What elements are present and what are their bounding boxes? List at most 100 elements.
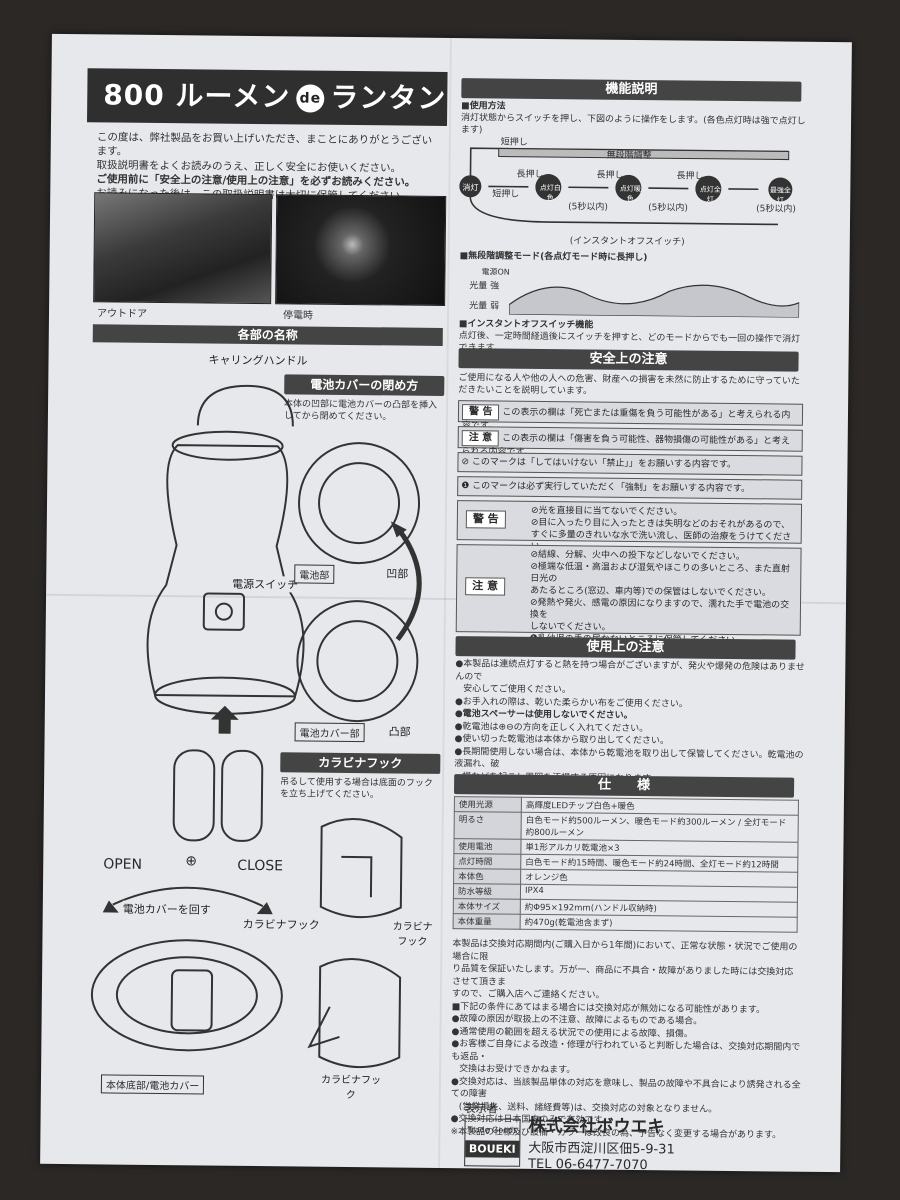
usage-header: 使用上の注意	[455, 636, 796, 660]
battery-part-label: 電池部	[294, 564, 335, 584]
blackout-photo	[275, 194, 447, 306]
spec-key: 防水等級	[453, 883, 521, 900]
switch-panel	[202, 592, 246, 631]
lantern-illustration	[146, 384, 305, 842]
open-label: OPEN	[103, 856, 143, 873]
company-tel: TEL 06-6477-7070	[528, 1156, 648, 1173]
bottom-label: 本体底部/電池カバー	[100, 1074, 205, 1095]
function-header: 機能説明	[461, 78, 802, 102]
warranty-line: ●お客様ご自身による改造・修理が行われていると判断した場合は、交換対応期間内でも…	[451, 1039, 801, 1062]
spec-key: 本体サイズ	[453, 898, 521, 915]
spec-table-wrap: 使用光源高輝度LEDチップ白色+暖色 明るさ白色モード約500ルーメン、暖色モー…	[453, 796, 799, 933]
handle-shape	[196, 384, 294, 427]
caution-legend: 注 意 この表示の欄は「傷害を負う可能性、器物損傷の可能性がある」と考えられる内…	[457, 426, 803, 458]
logo-top-text: Trade Goods	[467, 1125, 518, 1135]
lantern-body	[146, 444, 305, 698]
concave-label: 凹部	[386, 565, 409, 582]
must-legend: ❶ このマークは必ず実行していただく「強制」をお願いする内容です。	[457, 476, 803, 500]
power-on-label: 電源ON	[481, 267, 510, 277]
short-press-top: 短押し	[500, 137, 528, 148]
light-strong-label: 光量 強	[469, 281, 500, 292]
title-suffix: ランタン	[330, 80, 447, 115]
off-node-label: 消灯	[462, 183, 479, 193]
outdoor-photo	[93, 192, 273, 305]
dimming-bar-label: 無段階調整	[606, 150, 652, 162]
caution-box: 注 意 ⊘結線、分解、火中への投下などしないでください。 ⊘極端な低温・高温およ…	[455, 544, 802, 657]
spec-key: 使用光源	[454, 796, 522, 813]
blackout-caption: 停電時	[282, 310, 314, 322]
power-switch-label: 電源スイッチ	[232, 575, 299, 593]
bottom-view-illustration	[90, 886, 283, 1052]
insert-arrow-icon	[210, 705, 239, 734]
spec-row: 本体重量約470g(乾電池含まず)	[453, 913, 798, 933]
close-label: CLOSE	[237, 857, 284, 875]
usage-item: ●長期間使用しない場合は、本体から乾電池を取り出して保管してください。乾電池の液…	[454, 746, 804, 770]
warning-tag: 警 告	[461, 404, 500, 421]
spec-header: 仕 様	[453, 774, 795, 798]
caution-tag: 注 意	[461, 430, 500, 447]
company-logo: Trade Goods BOUEKI	[464, 1118, 521, 1167]
safety-header: 安全上の注意	[458, 348, 799, 372]
battery-cover-desc: 本体の凹部に電池カバーの凸部を挿入してから閉めてください。	[283, 399, 438, 423]
short-press-1: 短押し	[492, 189, 520, 200]
warranty-line: ●交換対応は、当該製品単体の対応を意味し、製品の故障や不具合により誘発される全て…	[450, 1076, 801, 1100]
plus-symbol: ⊕	[185, 853, 198, 870]
caution-tag-2: 注 意	[465, 577, 506, 596]
title-de-badge: de	[296, 84, 325, 113]
battery-1	[172, 749, 216, 842]
rotate-open-arrow-icon	[102, 900, 119, 913]
carabiner-hook-label-2: カラビナフック	[392, 917, 433, 948]
rotate-cover-label: 電池カバーを回す	[122, 900, 211, 918]
long-press-2: 長押し	[596, 170, 624, 181]
short-5s-1: (5秒以内)	[568, 202, 608, 213]
title-prefix: 800 ルーメン	[103, 78, 291, 114]
must-text: このマークは必ず実行していただく「強制」をお願いする内容です。	[472, 481, 751, 495]
short-5s-2: (5秒以内)	[648, 203, 688, 214]
spec-value: 白色モード約500ルーメン、暖色モード約300ルーメン / 全灯モード約800ル…	[521, 812, 799, 843]
battery-cover-part-label: 電池カバー部	[294, 722, 365, 743]
mode-label-all: 点灯全灯	[699, 185, 721, 204]
operation-flow-diagram	[459, 147, 793, 226]
spec-key: 本体重量	[453, 913, 521, 930]
warning-box: 警 告 ⊘光を直接目に当てないでください。 ⊘目に入ったり目に入ったときは失明な…	[456, 500, 803, 552]
must-icon: ❶	[461, 481, 473, 492]
carabiner-illustration	[307, 818, 403, 1069]
carabiner-header: カラビナフック	[280, 752, 441, 774]
rotate-close-arrow-icon	[256, 902, 273, 915]
spec-table: 使用光源高輝度LEDチップ白色+暖色 明るさ白色モード約500ルーメン、暖色モー…	[453, 796, 799, 933]
light-weak-label: 光量 弱	[469, 301, 500, 312]
spec-key: 本体色	[453, 868, 521, 885]
warranty-line: り品質を保証いたします。万が一、商品に不具合・故障がありました時には交換対応させ…	[451, 964, 794, 988]
company-address: 大阪市西淀川区佃5-9-31	[528, 1140, 675, 1158]
outdoor-caption: アウトドア	[96, 308, 148, 320]
prohibit-icon: ⊘	[461, 457, 472, 468]
usage-item: ●本製品は連続点灯すると熱を持つ場合がございますが、発火や爆発の危険はありません…	[455, 659, 805, 682]
battery-cover-header: 電池カバーの閉め方	[284, 374, 445, 396]
battery-cover-diagram	[296, 442, 422, 723]
battery-2	[220, 749, 264, 842]
safety-intro: ご使用になる人や他の人への危害、財産への損害を未然に防止するために守っていただき…	[458, 373, 800, 397]
long-press-1: 長押し	[516, 169, 544, 180]
mode-label-max: 最強全灯	[769, 186, 791, 205]
spec-value: 約470g(乾電池含まず)	[520, 914, 798, 933]
warranty-line: 本製品は交換対応期間内(ご購入日から1年間)において、正常な状態・状況でご使用の…	[452, 939, 798, 962]
dimming-title: ■無段階調整モード(各点灯モード時に長押し)	[459, 251, 648, 264]
logo-bottom-text: BOUEKI	[465, 1140, 520, 1158]
dimming-wave-graph	[509, 284, 800, 318]
carabiner-desc: 吊るして使用する場合は底面のフックを立ち上げてください。	[279, 777, 433, 801]
spec-row: 明るさ白色モード約500ルーメン、暖色モード約300ルーメン / 全灯モード約8…	[454, 811, 799, 843]
usage-title: ■使用方法	[461, 101, 506, 112]
company-name: 株式会社ボウエキ	[528, 1115, 665, 1138]
mode-label-white: 点灯白色	[539, 183, 561, 203]
spec-key: 明るさ	[454, 811, 522, 840]
company-label: 表示者	[464, 1102, 498, 1116]
caution-line: ⊘極端な低温・高温および湿気やほこりの多いところ、また直射日光の	[530, 561, 790, 585]
mode-label-warm: 点灯暖色	[619, 184, 641, 203]
spec-key: 使用電池	[453, 838, 522, 855]
caution-line: ⊘発熱や発火、感電の原因になりますので、濡れた手で電池の交換を	[529, 597, 790, 621]
intro-line: この度は、弊社製品をお買い上げいただき、まことにありがとうございます。	[96, 131, 433, 158]
spec-key: 点灯時間	[453, 853, 521, 870]
power-button-icon	[214, 602, 233, 621]
